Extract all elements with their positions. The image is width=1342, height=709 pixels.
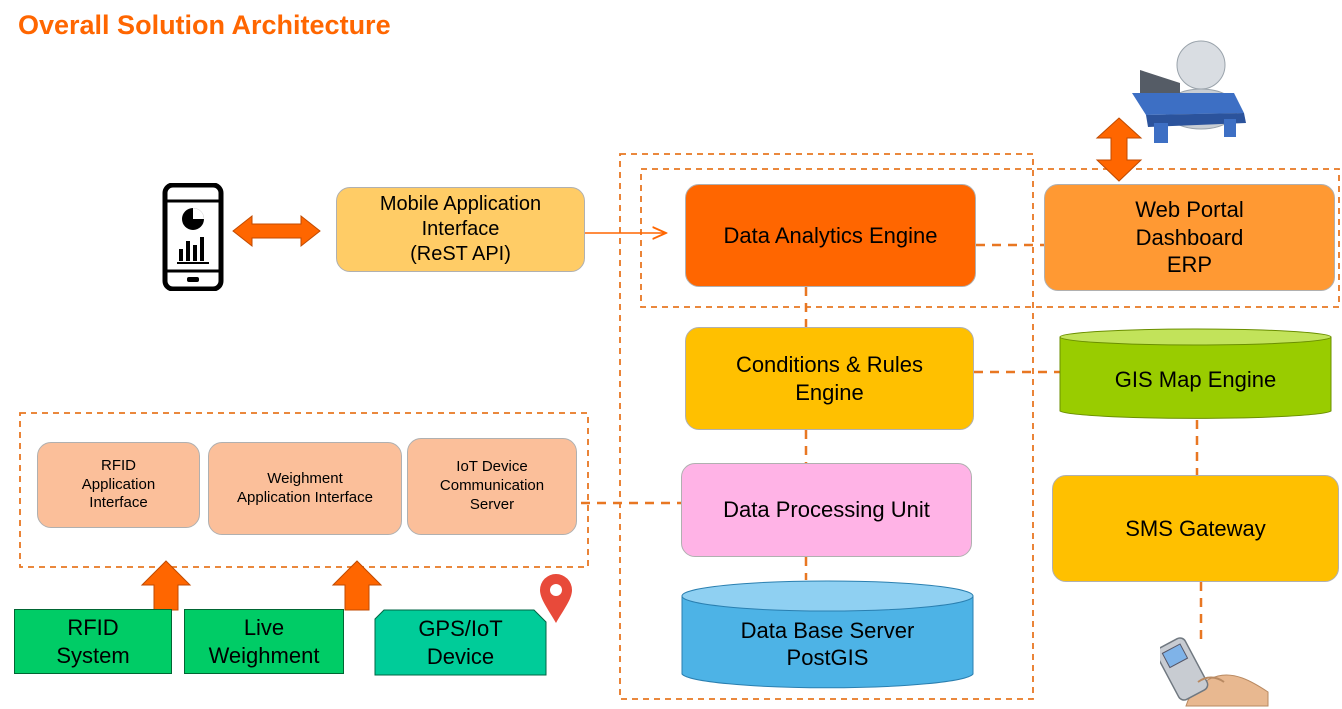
data-analytics-node: Data Analytics Engine	[685, 184, 976, 287]
gis-map-node: GIS Map Engine	[1059, 328, 1332, 420]
interfaces-group	[19, 412, 589, 568]
gps-iot-label: GPS/IoT Device	[418, 616, 503, 669]
conditions-rules-node: Conditions & Rules Engine	[685, 327, 974, 430]
web-portal-node: Web Portal Dashboard ERP	[1044, 184, 1335, 291]
smartphone-icon	[162, 183, 224, 291]
rfid-interface-node: RFID Application Interface	[37, 442, 200, 528]
computer-user-icon	[1132, 40, 1246, 143]
weighment-interface-node: Weighment Application Interface	[208, 442, 402, 535]
database-node: Data Base Server PostGIS	[681, 580, 974, 690]
location-pin-icon	[540, 574, 572, 623]
rfid-system-node: RFID System	[14, 609, 172, 674]
rfid-up-arrow	[140, 560, 192, 611]
diagram-title: Overall Solution Architecture	[18, 10, 391, 40]
phone-api-double-arrow	[232, 214, 321, 248]
portal-user-double-arrow	[1095, 117, 1143, 182]
gis-map-label: GIS Map Engine	[1114, 367, 1277, 393]
core-engine-group	[619, 153, 1034, 700]
hand-phone-icon	[1160, 637, 1269, 707]
sms-gateway-node: SMS Gateway	[1052, 475, 1339, 582]
gps-iot-node: GPS/IoT Device	[374, 609, 547, 676]
live-weighment-node: Live Weighment	[184, 609, 344, 674]
iot-server-node: IoT Device Communication Server	[407, 438, 577, 535]
data-processing-node: Data Processing Unit	[681, 463, 972, 557]
database-label: Data Base Server PostGIS	[740, 617, 915, 671]
mobile-api-node: Mobile Application Interface (ReST API)	[336, 187, 585, 272]
weighment-up-arrow	[331, 560, 383, 611]
